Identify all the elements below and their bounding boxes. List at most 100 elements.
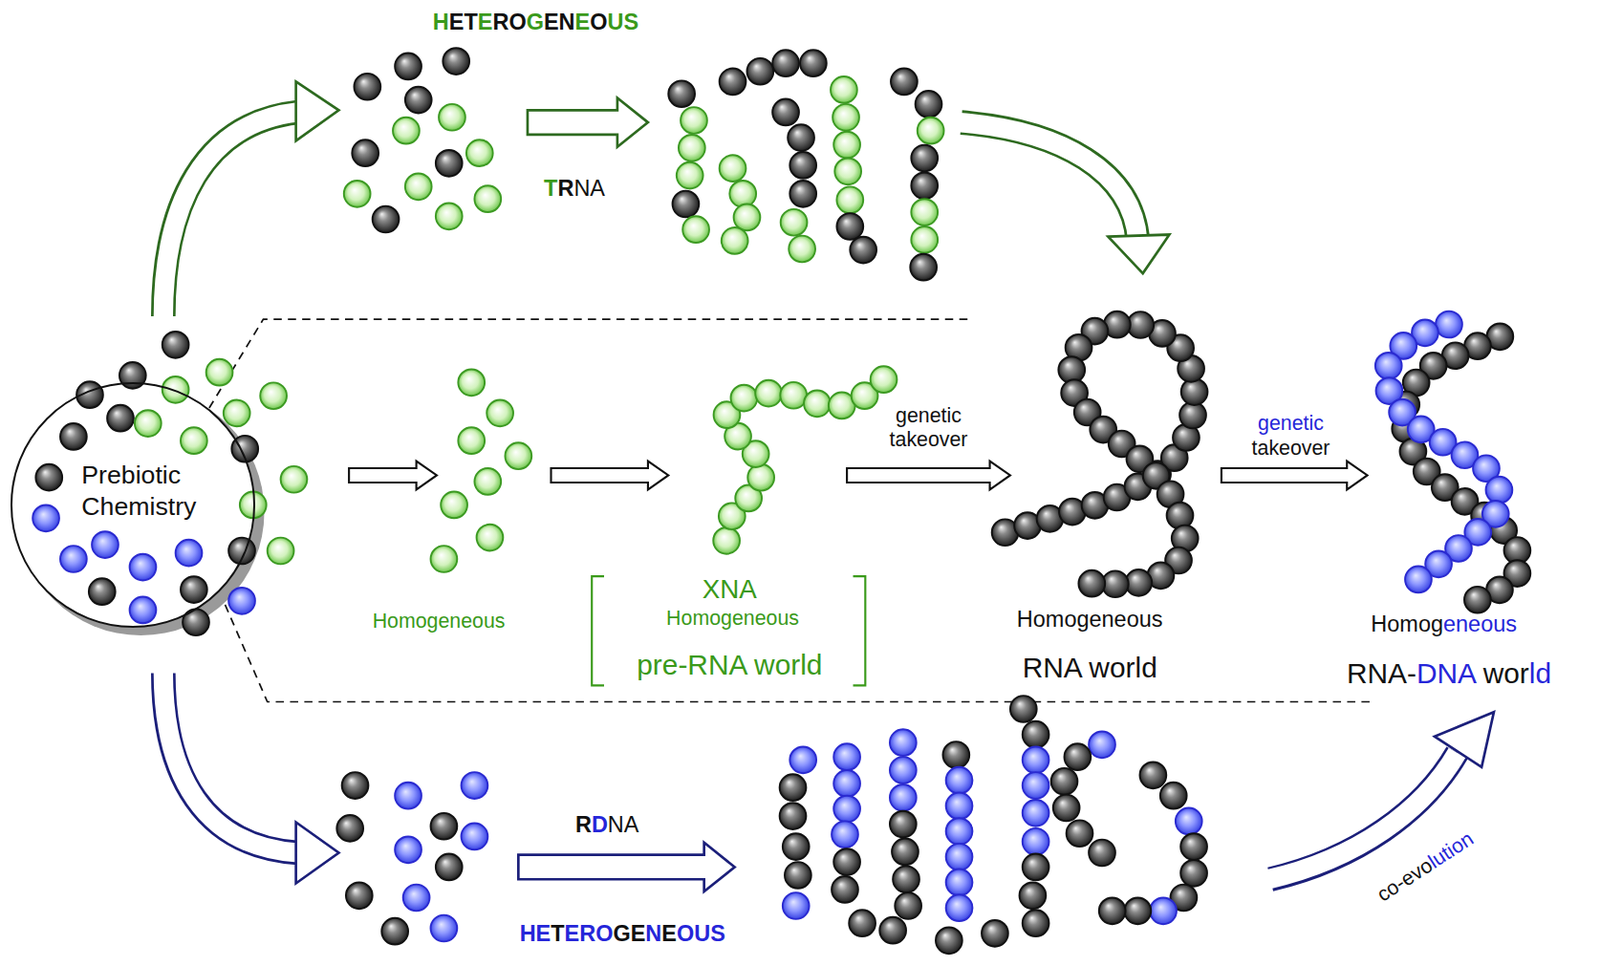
molecule-ball — [879, 917, 907, 945]
molecule-ball — [129, 554, 157, 582]
molecule-ball — [784, 862, 812, 889]
text-segment: US — [606, 9, 639, 35]
molecule-ball — [394, 836, 422, 864]
molecule-ball — [1022, 854, 1050, 882]
molecule-ball — [1124, 897, 1151, 925]
molecule-ball — [713, 527, 740, 555]
text-segment: E — [575, 9, 591, 35]
molecule-ball — [833, 770, 861, 798]
molecule-ball — [345, 882, 373, 909]
molecule-ball — [946, 818, 973, 845]
molecule-ball — [474, 185, 501, 213]
text-segment: D — [591, 812, 608, 838]
molecule-ball — [35, 464, 63, 492]
text-segment: T — [543, 175, 558, 201]
text-label: TRNA — [543, 174, 606, 202]
molecule-ball — [1051, 768, 1079, 796]
molecule-ball — [134, 410, 162, 437]
molecule-ball — [1435, 311, 1463, 339]
molecule-ball — [789, 180, 817, 208]
molecule-ball — [910, 226, 938, 254]
molecule-ball — [1088, 840, 1116, 867]
molecule-ball — [206, 359, 234, 387]
molecule-ball — [342, 772, 369, 800]
molecule-ball — [32, 504, 60, 532]
molecule-ball — [1175, 808, 1203, 836]
text-segment: R — [575, 812, 592, 838]
molecule-ball — [780, 209, 808, 237]
molecule-ball — [833, 796, 861, 823]
molecule-ball — [833, 743, 861, 771]
text-segment: R — [492, 9, 509, 35]
text-segment: GE — [612, 921, 646, 947]
molecule-ball — [239, 492, 267, 519]
hollow-arrow — [1221, 461, 1368, 491]
molecule-ball — [789, 151, 817, 179]
molecule-ball — [678, 134, 706, 162]
molecule-ball — [668, 80, 695, 108]
molecule-ball — [782, 892, 810, 920]
molecule-ball — [162, 331, 190, 359]
molecule-ball — [344, 180, 371, 208]
molecule-ball — [474, 468, 501, 496]
text-segment: HE — [519, 921, 552, 947]
molecule-ball — [392, 117, 420, 145]
molecule-ball — [1140, 761, 1168, 789]
molecule-ball — [394, 782, 422, 810]
text-segment: EN — [543, 9, 576, 35]
node-label: Prebiotic Chemistry — [81, 459, 239, 524]
molecule-ball — [910, 145, 938, 173]
molecule-ball — [351, 139, 379, 167]
molecule-ball — [405, 172, 433, 200]
molecule-ball — [719, 68, 747, 96]
molecule-ball — [1088, 731, 1116, 758]
molecule-ball — [1405, 566, 1432, 594]
text-segment: co-evo — [1372, 853, 1437, 907]
molecule-ball — [891, 839, 919, 866]
molecule-ball — [435, 202, 463, 230]
molecule-ball — [672, 191, 700, 218]
molecule-ball — [1160, 782, 1188, 810]
text-segment: NA — [607, 812, 640, 838]
molecule-ball — [461, 772, 489, 800]
molecule-ball — [1464, 586, 1492, 614]
molecule-ball — [832, 104, 860, 131]
molecule-ball — [129, 597, 157, 625]
molecule-ball — [889, 784, 917, 812]
molecule-ball — [91, 531, 119, 559]
molecule-ball — [107, 405, 134, 433]
molecule-ball — [466, 139, 494, 167]
molecule-ball — [890, 68, 918, 96]
hollow-arrow — [163, 670, 340, 884]
text-label: genetic takeover — [877, 404, 980, 454]
molecule-ball — [461, 823, 489, 851]
text-label: HETEROGENEOUS — [519, 920, 726, 948]
text-label: Homogeneous — [1016, 605, 1164, 633]
text-segment: O — [589, 9, 607, 35]
molecule-ball — [180, 576, 208, 604]
text-label: XNA — [702, 573, 757, 606]
molecule-ball — [182, 608, 210, 636]
hollow-arrow — [846, 461, 1011, 491]
molecule-ball — [336, 815, 364, 843]
molecule-ball — [755, 380, 782, 408]
molecule-ball — [1022, 746, 1050, 774]
molecule-ball — [910, 198, 938, 226]
text-label: RNA-DNA world — [1346, 656, 1552, 692]
hollow-arrow — [959, 122, 1170, 274]
molecule-ball — [946, 843, 973, 871]
molecule-ball — [682, 216, 710, 243]
molecule-ball — [731, 385, 758, 412]
molecule-ball — [486, 399, 514, 427]
molecule-ball — [1486, 476, 1514, 504]
molecule-ball — [228, 587, 256, 615]
text-label: genetic takeover — [1239, 411, 1342, 461]
molecule-ball — [935, 927, 963, 954]
text-label: Homogeneous — [1370, 610, 1517, 638]
text-segment: E — [661, 921, 677, 947]
molecule-ball — [909, 254, 937, 282]
molecule-ball — [1022, 828, 1050, 856]
text-segment: eneous — [1443, 611, 1517, 637]
text-label: RDNA — [575, 811, 640, 839]
